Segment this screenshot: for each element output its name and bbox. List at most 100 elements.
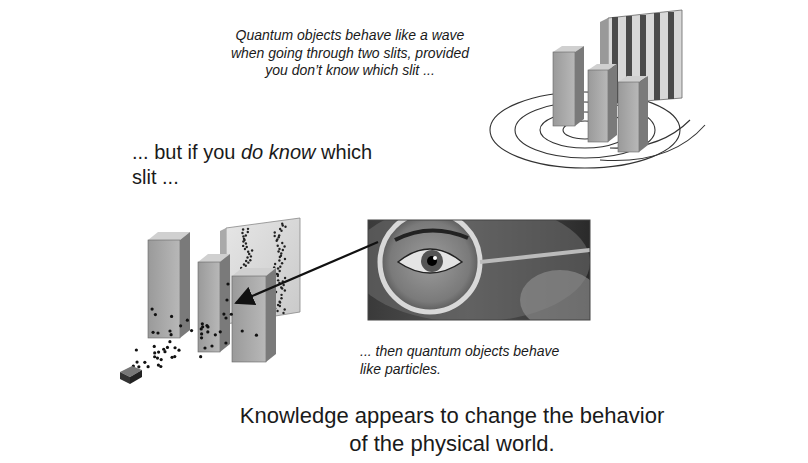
hit-dot [281,242,283,244]
hit-dot [246,256,248,258]
particle-dot [205,324,208,327]
particle-dot [160,358,163,361]
particle-dot [147,365,150,368]
hit-dot [280,230,282,232]
hit-dot [242,235,244,237]
hit-dot [273,235,275,237]
hit-dot [284,289,286,291]
hit-dot [283,308,285,310]
hit-dot [245,265,247,267]
slit-barrier [553,46,648,152]
hit-dot [248,253,250,255]
particle-dot [166,346,169,349]
hit-dot [276,310,278,312]
hit-dot [245,260,247,262]
particle-dot [200,327,203,330]
hit-dot [274,263,276,265]
wave-note: Quantum objects behave like a wave when … [224,27,476,80]
hit-dot [245,242,247,244]
hit-dot [284,277,286,279]
hit-dot [278,270,280,272]
hit-dot [281,287,283,289]
hit-dot [251,249,253,251]
particle-dot [154,313,157,316]
particle-dot [163,350,166,353]
particle-dot [190,329,193,332]
hit-dot [280,294,282,296]
particle-dot [230,313,233,316]
hit-dot [246,246,248,248]
hit-dot [242,240,244,242]
hit-dot [275,240,277,242]
particle-dot [203,346,206,349]
hit-dot [249,259,251,261]
hit-dot [277,275,279,277]
particle-dot [255,334,258,337]
particle-dot [153,351,156,354]
hit-dot [282,224,284,226]
particle-dot [224,341,227,344]
hit-dot [281,262,283,264]
particle-dot [168,340,171,343]
particles [132,282,258,368]
particle-dot [186,319,189,322]
particle-dot [210,344,213,347]
hit-dot [247,231,249,233]
particle-dot [226,282,229,285]
particle-note: ... then quantum objects behave like par… [360,343,572,378]
particle-dot [170,333,173,336]
particle-dot [200,332,203,335]
particle-dot [150,307,153,310]
particle-dot [135,348,138,351]
hit-dot [247,261,249,263]
hit-dot [247,228,249,230]
hit-dot [278,259,280,261]
particle-dot [225,298,228,301]
hit-dot [280,252,282,254]
particle-dot [153,355,156,358]
particle-dot [143,361,146,364]
hit-dot [274,231,276,233]
hit-dot [278,301,280,303]
wave-illustration [490,10,705,168]
hit-dot [279,256,281,258]
particle-dot [241,329,244,332]
particle-source [120,366,142,384]
particle-dot [214,333,217,336]
pointer-arrow [236,242,378,303]
hit-dot [282,284,284,286]
hit-dot [277,279,279,281]
hit-dot [244,248,246,250]
particle-dot [156,357,159,360]
particle-dot [157,364,160,367]
hit-dot [277,245,279,247]
particle-dot [170,315,173,318]
particle-dot [137,365,140,368]
particle-dot [170,356,173,359]
hit-dot [241,232,243,234]
particle-dot [199,355,202,358]
hit-dot [242,228,244,230]
hit-dot [279,301,281,303]
hit-dot [282,312,284,314]
particle-dot [200,336,203,339]
photo-frame [368,220,590,320]
which-slit-note: ... but if you do know which slit ... [132,140,387,190]
caption: Knowledge appears to change the behavior… [230,402,674,457]
hit-dot [284,226,286,228]
hit-dot [242,245,244,247]
hit-dot [280,297,282,299]
particle-dot [177,349,180,352]
particle-dot [222,312,225,315]
particle-dot [135,360,138,363]
particle-dot [173,346,176,349]
hit-dot [279,305,281,307]
particle-dot [153,345,156,348]
hit-dot [278,248,280,250]
hit-dot [277,267,279,269]
particle-dot [224,316,227,319]
particle-illustration [120,218,300,384]
particle-dot [201,322,204,325]
particle-dot [179,324,182,327]
